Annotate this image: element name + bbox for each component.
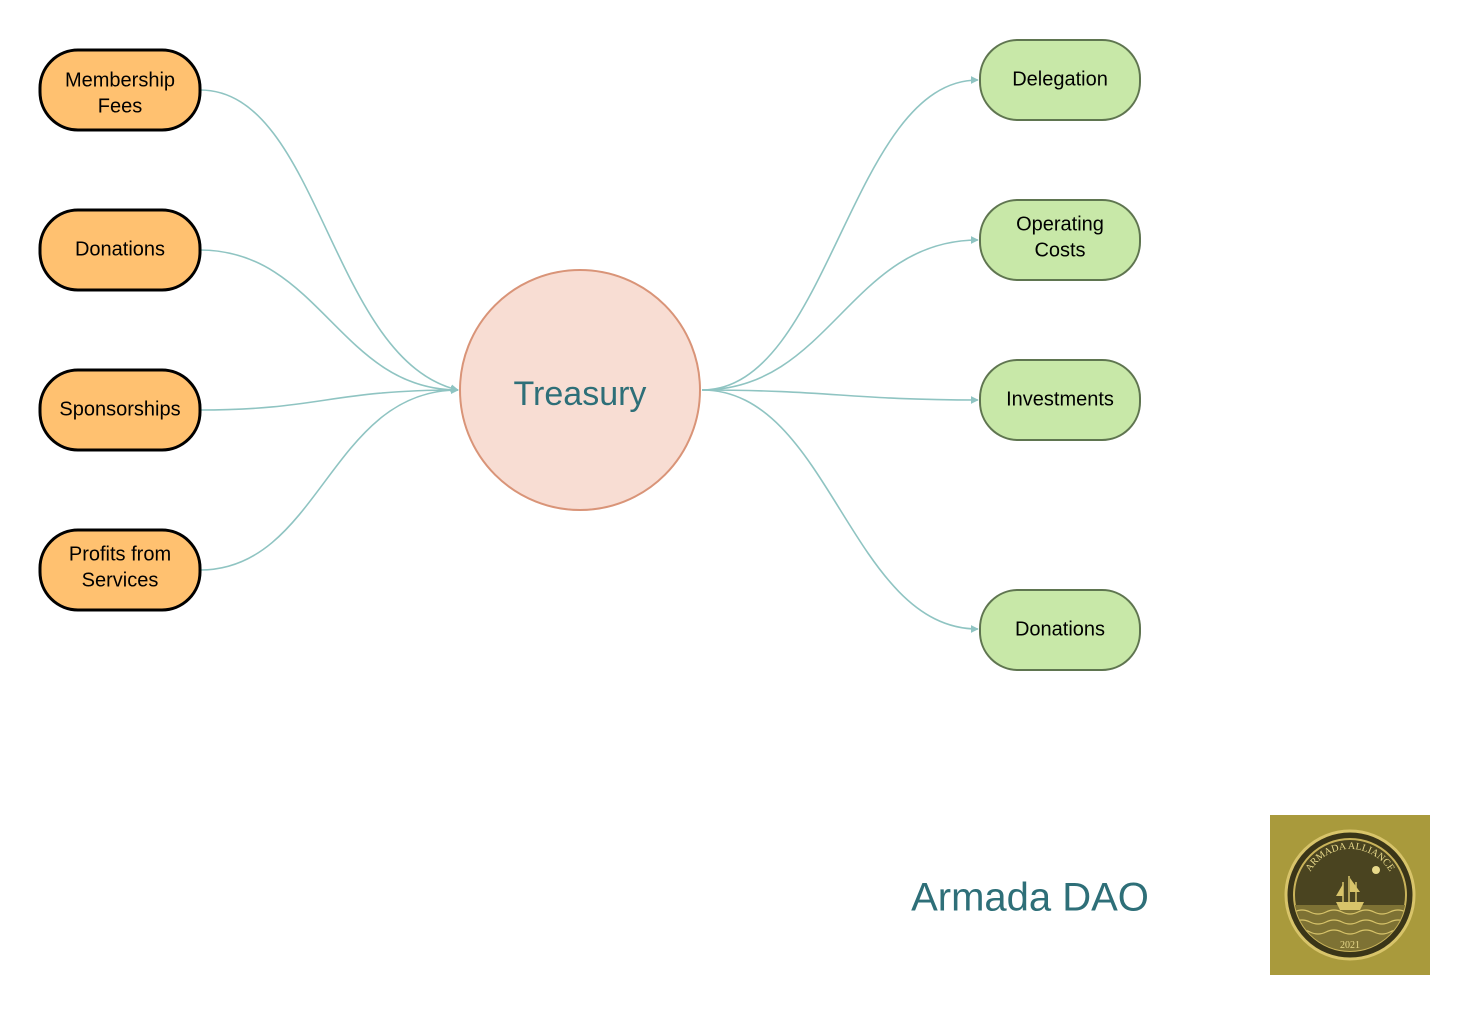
use-node-investments[interactable]: Investments xyxy=(979,359,1141,441)
edge-profits-from-services-to-treasury xyxy=(199,386,459,571)
brand-title: Armada DAO xyxy=(911,876,1149,920)
source-nodes: Membership Fees Donations Sponsorships P… xyxy=(38,48,202,612)
use-node-delegation[interactable]: Delegation xyxy=(979,39,1141,121)
edge-treasury-to-investments xyxy=(701,389,979,404)
armada-alliance-seal-icon: ARMADA ALLIANCE 2021 xyxy=(1270,815,1430,975)
edges xyxy=(199,76,979,633)
use-label-line: Costs xyxy=(1034,239,1085,261)
source-label-line: Services xyxy=(82,569,159,591)
edge-sponsorships-to-treasury xyxy=(199,386,459,411)
source-node-membership-fees[interactable]: Membership Fees xyxy=(38,48,202,132)
source-label-line: Sponsorships xyxy=(59,398,180,420)
use-label-line: Operating xyxy=(1016,213,1104,235)
use-label-line: Investments xyxy=(1006,388,1114,410)
source-node-donations[interactable]: Donations xyxy=(38,208,202,292)
source-label-line: Profits from xyxy=(69,543,171,565)
logo-year: 2021 xyxy=(1340,940,1360,951)
edge-membership-fees-to-treasury xyxy=(199,89,459,393)
use-label-line: Donations xyxy=(1015,618,1105,640)
treasury-label: Treasury xyxy=(514,375,647,413)
source-label-line: Fees xyxy=(98,95,142,117)
source-node-sponsorships[interactable]: Sponsorships xyxy=(38,368,202,452)
use-label-line: Delegation xyxy=(1012,68,1108,90)
use-node-donations[interactable]: Donations xyxy=(979,589,1141,671)
use-nodes: Delegation Operating Costs Investments D… xyxy=(979,39,1141,671)
source-label-line: Membership xyxy=(65,69,175,91)
use-node-operating-costs[interactable]: Operating Costs xyxy=(979,199,1141,281)
edge-treasury-to-operating-costs xyxy=(701,236,979,391)
source-label-line: Donations xyxy=(75,238,165,260)
edge-treasury-to-donations xyxy=(701,389,979,633)
edge-donations-to-treasury xyxy=(199,249,459,394)
edge-treasury-to-delegation xyxy=(701,76,979,391)
source-node-profits-from-services[interactable]: Profits from Services xyxy=(38,528,202,612)
treasury-node[interactable]: Treasury xyxy=(459,269,701,511)
